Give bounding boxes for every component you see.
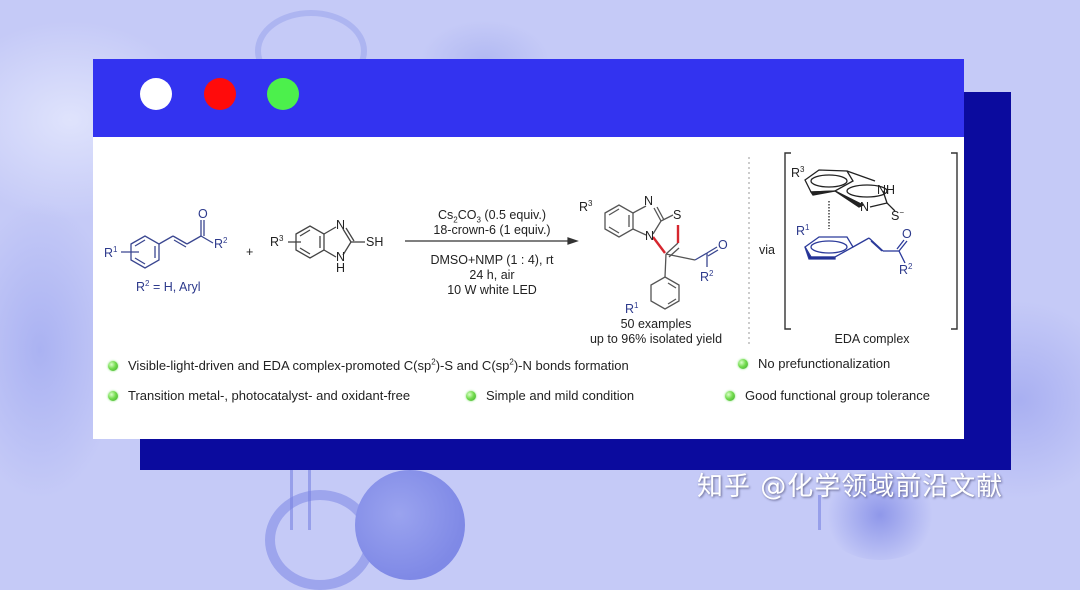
condition-additive: 18-crown-6 (1 equiv.) [433,223,551,237]
zhihu-watermark: 知乎 @化学领域前沿文献 [697,472,1004,502]
green-bullet-icon [108,360,118,371]
product-r1-label: R1 [625,300,639,316]
eda-acceptor-structure [804,236,908,264]
condition-solvent: DMSO+NMP (1 : 4), rt [430,253,554,267]
chalcone-structure [121,220,214,269]
eda-complex-caption: EDA complex [834,332,910,346]
eda-o-label: O [902,227,912,241]
carbonyl-o-label: O [198,207,208,221]
condition-base: Cs2CO3 (0.5 equiv.) [437,208,547,225]
highlight-text: No prefunctionalization [758,356,891,371]
window-title-bar [93,59,964,137]
red-dot-icon [204,78,236,110]
reaction-arrow [405,237,579,245]
r1-label: R1 [104,244,118,260]
sh-label: SH [366,235,384,249]
background-flask-decoration [265,490,375,590]
eda-r3-label: R3 [791,164,805,180]
highlight-text: Transition metal-, photocatalyst- and ox… [128,388,411,403]
eda-nh-label: NH [877,183,896,197]
condition-light: 10 W white LED [447,283,537,297]
new-bonds-highlight [652,225,680,254]
green-bullet-icon [466,390,476,401]
r3-label: R3 [270,233,284,249]
eda-r2-label: R2 [899,261,913,277]
nh-h-label: H [336,261,346,275]
green-dot-icon [267,78,299,110]
n-label: N [336,218,346,232]
product-carbonyl [694,246,719,267]
background-rod [818,495,821,530]
scope-count: 50 examples [620,317,692,331]
yield-note: up to 96% isolated yield [589,332,723,346]
via-label: via [759,243,775,257]
plus-sign: + [246,245,254,259]
r2-label: R2 [214,235,228,251]
product-r3-label: R3 [579,198,593,214]
highlight-text: Visible-light-driven and EDA complex-pro… [128,357,629,373]
product-n-label: N [644,194,654,208]
green-bullet-icon [725,390,735,401]
reaction-scheme: R1 O R2 R2 = H, Aryl + R3 N N H SH Cs2CO… [93,137,964,439]
white-dot-icon [140,78,172,110]
highlight-text: Good functional group tolerance [745,388,931,403]
green-bullet-icon [108,390,118,401]
background-rod [308,470,311,530]
eda-r1-label: R1 [796,222,810,238]
highlight-item: Simple and mild condition [466,388,634,403]
highlight-item: No prefunctionalization [738,356,890,371]
product-r2-label: R2 [700,268,714,284]
graphical-abstract-card: R1 O R2 R2 = H, Aryl + R3 N N H SH Cs2CO… [93,59,964,439]
highlight-item: Good functional group tolerance [725,388,930,403]
product-structure [604,204,696,310]
product-s-label: S [673,208,682,222]
highlight-item: Transition metal-, photocatalyst- and ox… [108,388,410,403]
highlight-item: Visible-light-driven and EDA complex-pro… [108,358,629,373]
background-ball-decoration [355,470,465,580]
condition-time: 24 h, air [469,268,515,282]
eda-s-label: S− [891,207,905,223]
green-bullet-icon [738,358,748,369]
benzimidazole-thiol-structure [288,225,365,259]
eda-n-label: N [860,200,870,214]
scheme-bonds [121,152,958,347]
highlight-text: Simple and mild condition [486,388,635,403]
eda-brackets [784,152,958,330]
r2-definition: R2 = H, Aryl [136,278,201,294]
eda-donor-structure [804,169,896,229]
product-o-label: O [718,238,728,252]
product-bridge-n-label: N [645,229,655,243]
nh-n-label: N [336,250,346,264]
background-rod [290,470,293,530]
